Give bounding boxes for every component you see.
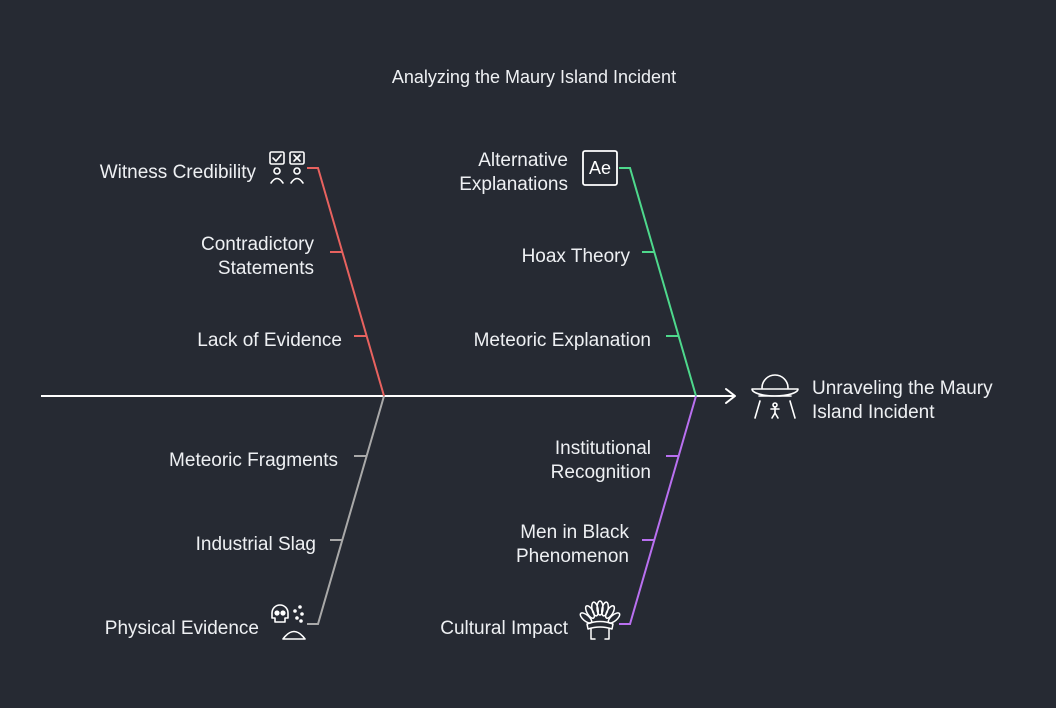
men-in-black-label: Men in Black Phenomenon — [515, 522, 629, 567]
witness-credibility-label: Witness Credibility — [99, 162, 256, 183]
diagram-title: Analyzing the Maury Island Incident — [391, 67, 677, 87]
meteoric-explanation-label: Meteoric Explanation — [473, 330, 651, 351]
alternative-branch-line — [619, 167, 697, 397]
cultural-branch-line — [619, 395, 697, 625]
industrial-slag-label: Industrial Slag — [195, 534, 316, 555]
svg-text:Ae: Ae — [589, 158, 611, 178]
physical-evidence-label: Physical Evidence — [104, 618, 259, 639]
cultural-impact-label: Cultural Impact — [440, 618, 568, 639]
lack-of-evidence-label: Lack of Evidence — [197, 330, 342, 351]
hoax-theory-label: Hoax Theory — [521, 246, 630, 267]
alternative-explanations-label: Alternative Explanations — [459, 150, 568, 195]
contradictory-statements-label: Contradictory Statements — [201, 234, 314, 279]
witness-branch-line — [307, 167, 385, 397]
institutional-recognition-label: Institutional Recognition — [550, 438, 651, 483]
physical-branch-line — [307, 395, 385, 625]
headdress-icon — [579, 600, 621, 640]
outcome-label: Unraveling the Maury Island Incident — [812, 378, 993, 423]
meteoric-fragments-label: Meteoric Fragments — [169, 450, 338, 471]
checkbox-people-icon — [269, 151, 305, 184]
ae-text-icon: Ae — [582, 150, 618, 186]
ufo-abduction-icon — [751, 374, 799, 419]
skull-sand-icon — [271, 604, 306, 640]
spine-arrowhead — [725, 388, 736, 404]
